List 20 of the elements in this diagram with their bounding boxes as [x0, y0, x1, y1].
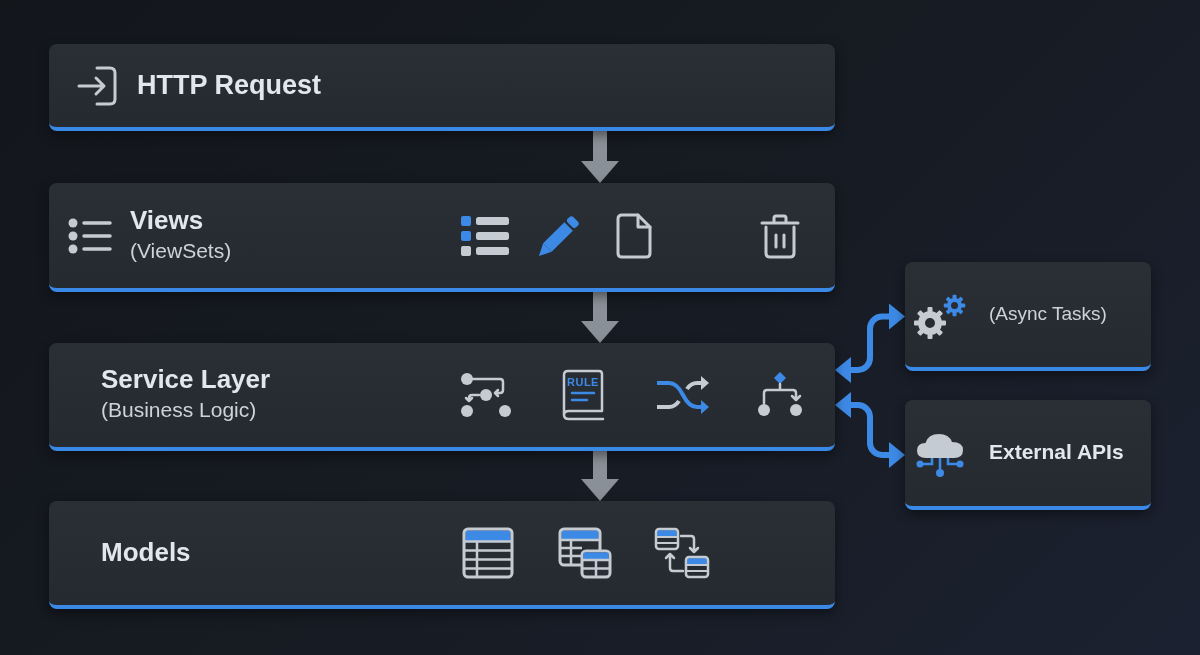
- node-title: Views: [130, 203, 204, 236]
- node-subtitle: (Async Tasks): [989, 302, 1107, 326]
- node-subtitle: (ViewSets): [130, 237, 232, 264]
- arrow: [581, 451, 619, 501]
- node-title: Service Layer: [101, 363, 271, 395]
- book-cover-text: RULE: [566, 375, 600, 389]
- node-subtitle: (Business Logic): [101, 397, 257, 423]
- layer-card: [49, 44, 835, 131]
- service-card: [905, 262, 1151, 371]
- arrow: [835, 303, 905, 383]
- layer-card: [49, 183, 835, 292]
- arrow: [581, 131, 619, 183]
- layer-card: [49, 343, 835, 451]
- arrow: [581, 292, 619, 343]
- node-title: External APIs: [989, 439, 1124, 465]
- node-title: HTTP Request: [137, 68, 322, 102]
- service-card: [905, 400, 1151, 510]
- arrow: [835, 392, 905, 468]
- layer-card: [49, 501, 835, 609]
- node-title: Models: [101, 536, 191, 568]
